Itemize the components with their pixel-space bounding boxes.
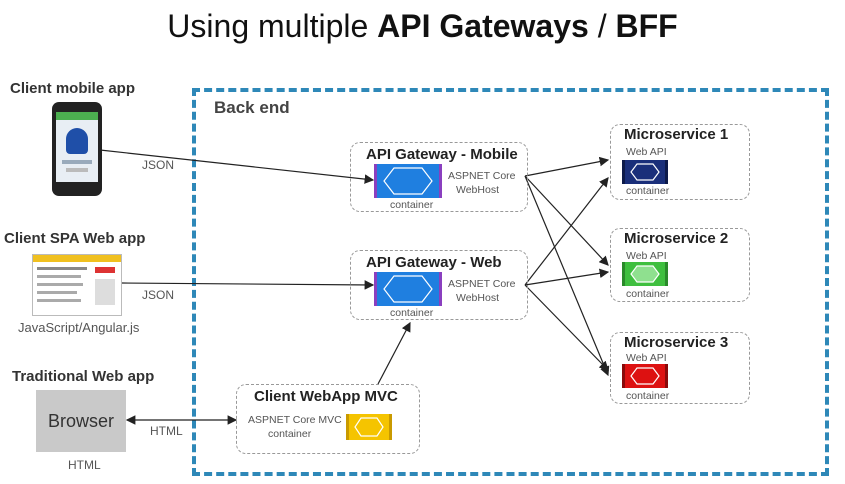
- client-spa-label: Client SPA Web app: [4, 230, 146, 247]
- microservice-1-container-icon: [622, 160, 668, 184]
- edge-gwm-ms2: [524, 175, 609, 266]
- edge-spa-to-gateway: [121, 280, 375, 290]
- gateway-mobile-container-label: container: [390, 199, 434, 211]
- page-title: Using multiple API Gateways / BFF: [0, 8, 845, 45]
- edge-gwm-ms3: [524, 175, 610, 377]
- microservice-2-box: [610, 228, 750, 302]
- backend-label: Back end: [214, 98, 290, 117]
- microservice-3-box: [610, 332, 750, 404]
- client-mobile-label: Client mobile app: [10, 80, 136, 97]
- edge-gww-ms1: [524, 177, 609, 286]
- gateway-web-container-icon: [374, 272, 442, 306]
- api-gateway-mobile-title: API Gateway - Mobile: [366, 146, 518, 163]
- edge-label-json-mobile: JSON: [142, 158, 175, 172]
- microservice-2-container-icon: [622, 262, 668, 286]
- mvc-container-icon: [346, 414, 392, 440]
- microservice-3-container-icon: [622, 364, 668, 388]
- edge-gww-ms3: [524, 284, 609, 371]
- edge-label-html: HTML: [150, 424, 183, 438]
- spa-text-line: [37, 283, 83, 286]
- spa-text-line: [37, 299, 81, 302]
- spa-button: [95, 267, 115, 273]
- edge-label-json-spa: JSON: [142, 288, 175, 302]
- phone-text-line: [66, 168, 88, 172]
- api-gateway-mobile-box: [350, 142, 528, 212]
- microservice-1-container-label: container: [626, 185, 670, 197]
- client-webapp-mvc-title: Client WebApp MVC: [254, 388, 398, 405]
- title-bold-1: API Gateways: [377, 8, 589, 44]
- phone-text-line: [62, 160, 92, 164]
- gateway-mobile-tech1: ASPNET Core: [448, 170, 516, 182]
- microservice-3-api: Web API: [626, 352, 667, 364]
- microservice-2-api: Web API: [626, 250, 667, 262]
- edge-mobile-to-gateway: [99, 149, 375, 184]
- spa-sublabel: JavaScript/Angular.js: [18, 320, 140, 335]
- gateway-web-tech1: ASPNET Core: [448, 278, 516, 290]
- title-prefix: Using multiple: [167, 8, 378, 44]
- phone-icon: [52, 102, 102, 196]
- edge-mvc-to-gateway: [377, 321, 411, 385]
- microservice-3-container-label: container: [626, 390, 670, 402]
- edge-gww-ms2: [524, 268, 610, 286]
- gateway-mobile-container-icon: [374, 164, 442, 198]
- api-gateway-web-box: [350, 250, 528, 320]
- spa-screenshot: [32, 254, 122, 316]
- spa-text-line: [37, 291, 77, 294]
- hoodie-image: [66, 128, 88, 154]
- microservice-1-title: Microservice 1: [624, 126, 729, 143]
- phone-screen: [56, 112, 98, 182]
- client-traditional-label: Traditional Web app: [12, 368, 155, 385]
- gateway-mobile-tech2: WebHost: [456, 184, 499, 196]
- spa-text-line: [37, 275, 81, 278]
- spa-side-panel: [95, 279, 115, 305]
- spa-header-bar: [33, 255, 121, 262]
- traditional-sublabel: HTML: [68, 458, 101, 472]
- phone-app-bar: [56, 112, 98, 120]
- spa-text-line: [37, 267, 87, 270]
- api-gateway-web-title: API Gateway - Web: [366, 254, 502, 271]
- title-separator: /: [588, 8, 616, 44]
- microservice-2-container-label: container: [626, 288, 670, 300]
- microservice-1-api: Web API: [626, 146, 667, 158]
- microservice-3-title: Microservice 3: [624, 334, 729, 351]
- mvc-tech-label: ASPNET Core MVC: [248, 414, 342, 426]
- browser-box: Browser: [36, 390, 126, 452]
- gateway-web-tech2: WebHost: [456, 292, 499, 304]
- microservice-1-box: [610, 124, 750, 200]
- gateway-web-container-label: container: [390, 307, 434, 319]
- title-bold-2: BFF: [615, 8, 678, 44]
- mvc-container-label: container: [268, 428, 312, 440]
- backend-region: [192, 88, 829, 476]
- microservice-2-title: Microservice 2: [624, 230, 729, 247]
- client-webapp-mvc-box: [236, 384, 420, 454]
- edge-gwm-ms1: [524, 156, 610, 177]
